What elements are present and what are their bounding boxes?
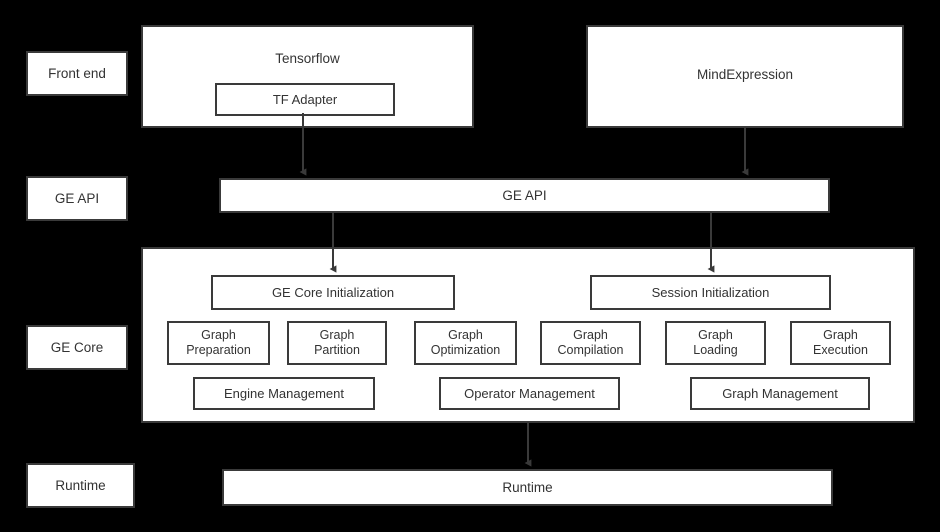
- graph-management-box[interactable]: Graph Management: [690, 377, 870, 410]
- mindexpression-label: MindExpression: [696, 67, 794, 82]
- ge-api-bar-label: GE API: [502, 187, 547, 203]
- ge-core-initialization-label: GE Core Initialization: [271, 284, 395, 300]
- layer-label-ge-core-text: GE Core: [50, 339, 104, 355]
- graph-partition-box[interactable]: Graph Partition: [287, 321, 387, 365]
- graph-execution-label: Graph Execution: [813, 328, 868, 357]
- graph-preparation-box[interactable]: Graph Preparation: [167, 321, 270, 365]
- tf-adapter-box[interactable]: TF Adapter: [215, 83, 395, 116]
- mindexpression-frame[interactable]: MindExpression: [586, 25, 904, 128]
- tensorflow-frame[interactable]: Tensorflow TF Adapter: [141, 25, 474, 128]
- graph-preparation-label: Graph Preparation: [186, 328, 251, 357]
- graph-management-label: Graph Management: [722, 385, 838, 401]
- layer-label-runtime-text: Runtime: [55, 477, 106, 493]
- layer-label-ge-api: GE API: [26, 176, 128, 221]
- graph-loading-label: Graph Loading: [693, 328, 738, 357]
- session-initialization-box[interactable]: Session Initialization: [590, 275, 831, 310]
- operator-management-label: Operator Management: [464, 385, 595, 401]
- ge-core-initialization-box[interactable]: GE Core Initialization: [211, 275, 455, 310]
- session-initialization-label: Session Initialization: [651, 284, 770, 300]
- graph-loading-box[interactable]: Graph Loading: [665, 321, 766, 365]
- engine-management-box[interactable]: Engine Management: [193, 377, 375, 410]
- runtime-bar[interactable]: Runtime: [222, 469, 833, 506]
- graph-execution-box[interactable]: Graph Execution: [790, 321, 891, 365]
- layer-label-runtime: Runtime: [26, 463, 135, 508]
- layer-label-ge-core: GE Core: [26, 325, 128, 370]
- graph-compilation-box[interactable]: Graph Compilation: [540, 321, 641, 365]
- graph-optimization-label: Graph Optimization: [430, 328, 501, 357]
- engine-management-label: Engine Management: [224, 385, 344, 401]
- layer-label-front-end: Front end: [26, 51, 128, 96]
- layer-label-ge-api-text: GE API: [54, 190, 100, 206]
- graph-partition-label: Graph Partition: [314, 328, 360, 357]
- runtime-bar-label: Runtime: [502, 479, 553, 495]
- graph-optimization-box[interactable]: Graph Optimization: [414, 321, 517, 365]
- operator-management-box[interactable]: Operator Management: [439, 377, 620, 410]
- tensorflow-label: Tensorflow: [275, 51, 340, 66]
- graph-compilation-label: Graph Compilation: [557, 328, 624, 357]
- tf-adapter-label: TF Adapter: [272, 91, 338, 107]
- ge-api-bar[interactable]: GE API: [219, 178, 830, 213]
- ge-core-frame: GE Core Initialization Session Initializ…: [141, 247, 915, 423]
- layer-label-front-end-text: Front end: [48, 65, 106, 81]
